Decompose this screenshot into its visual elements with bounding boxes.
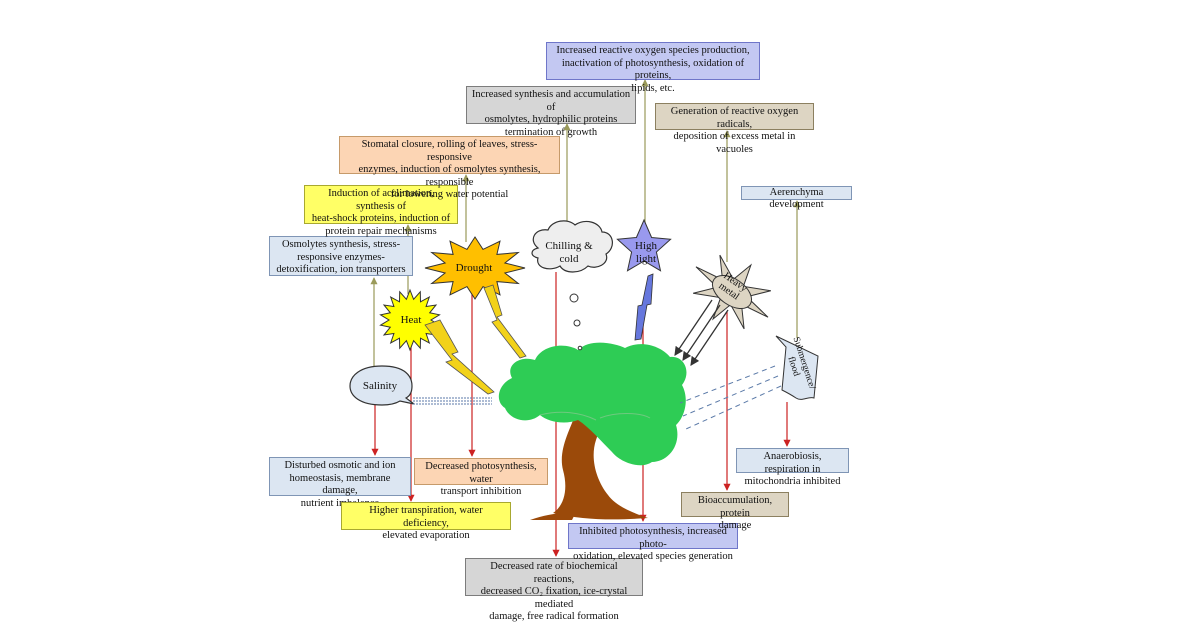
chilling-label: Chilling & cold: [545, 240, 593, 265]
response-arrows: [370, 79, 801, 366]
heavy-metal-arrows: [674, 299, 729, 366]
chilling-effect-box: Decreased rate of biochemical reactions,…: [465, 558, 643, 622]
heat-response-box: Induction of acclimation, synthesis of h…: [304, 185, 458, 237]
heat-sun-icon: [379, 288, 441, 352]
heat-label: Heat: [400, 314, 422, 326]
drought-label: Drought: [455, 262, 493, 274]
cloud-drop-large: [569, 293, 579, 303]
cloud-icon: [531, 220, 613, 273]
high-light-response-box: Increased reactive oxygen species produc…: [546, 42, 760, 94]
heat-lightning-icon: [424, 319, 495, 395]
submergence-response-box: Aerenchyma development: [741, 186, 852, 210]
high-light-label: High light: [635, 240, 657, 265]
salinity-label: Salinity: [362, 380, 398, 392]
cloud-drop-medium: [573, 319, 581, 327]
tree-trunk: [530, 388, 648, 520]
high-light-effect-box: Inhibited photosynthesis, increased phot…: [568, 523, 738, 562]
flood-banner-icon: [775, 335, 819, 400]
flood-water-lines: [679, 365, 782, 430]
heavy-metal-effect-box: Bioaccumulation, protein damage: [681, 492, 789, 531]
drought-effect-box: Decreased photosynthesis, water transpor…: [414, 458, 548, 497]
cloud-drop-small: [577, 345, 583, 351]
heavy-metal-response-box: Generation of reactive oxygen radicals, …: [655, 103, 814, 155]
salinity-effect-box: Disturbed osmotic and ion homeostasis, m…: [269, 457, 411, 509]
tree-icon: [498, 342, 687, 520]
star-icon: [616, 218, 672, 272]
heat-effect-box: Higher transpiration, water deficiency, …: [341, 502, 511, 541]
salinity-response-box: Osmolytes synthesis, stress- responsive …: [269, 236, 413, 276]
tree-branch-lines: [539, 411, 651, 421]
drought-lightning-icon: [483, 284, 527, 359]
submergence-effect-box: Anaerobiosis, respiration in mitochondri…: [736, 448, 849, 487]
drought-response-box: Stomatal closure, rolling of leaves, str…: [339, 136, 560, 200]
salinity-bubble-icon: [349, 365, 415, 406]
heavy-metal-icon: [693, 254, 771, 330]
salinity-water-lines: [413, 397, 492, 405]
high-light-lightning-icon: [634, 273, 654, 341]
chilling-response-box: Increased synthesis and accumulation of …: [466, 86, 636, 138]
drought-sun-icon: [424, 236, 526, 300]
tree-canopy: [498, 342, 687, 466]
